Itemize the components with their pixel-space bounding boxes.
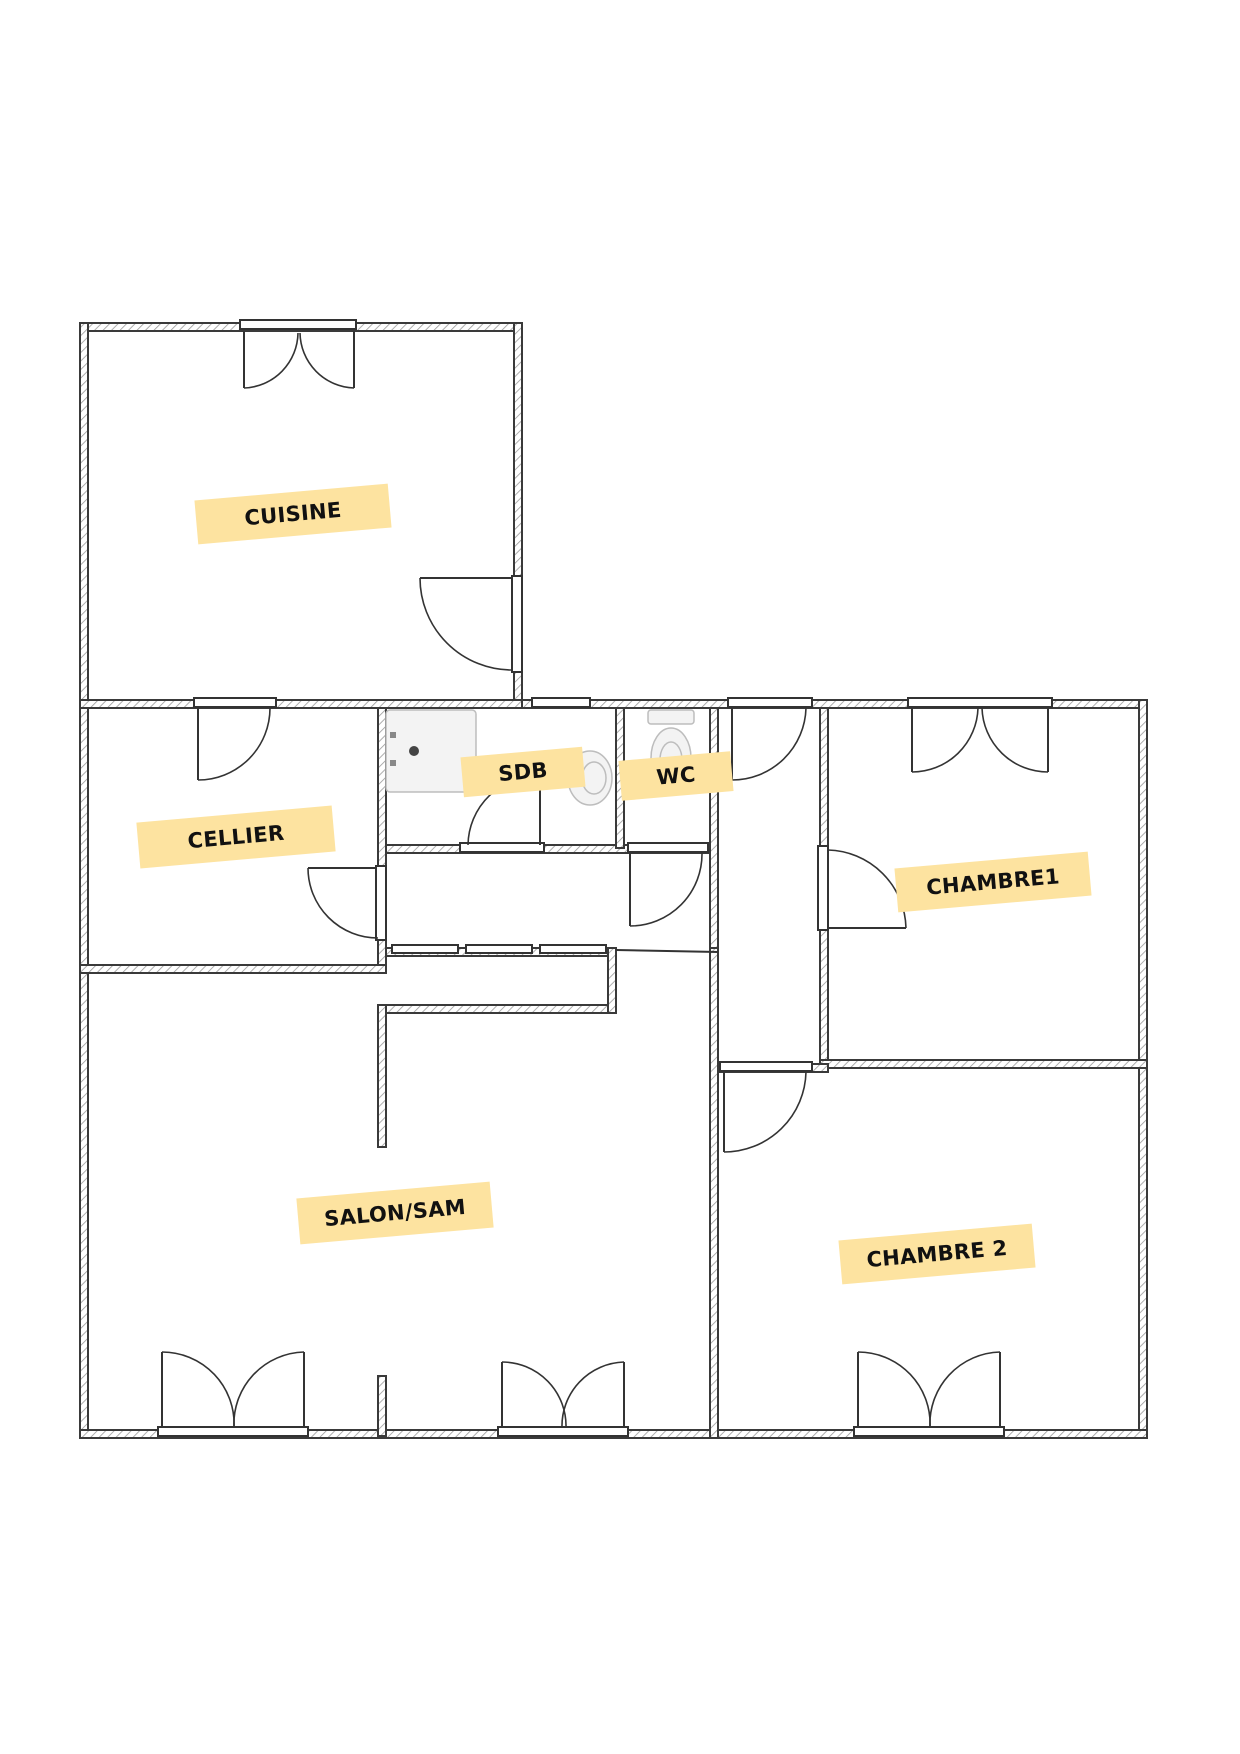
doors	[157, 319, 1053, 1437]
door-cellier-side	[307, 865, 387, 941]
wall-closet-bottom	[385, 1004, 617, 1014]
wall-salon-stub-lower	[377, 1375, 387, 1437]
door-salon-right	[497, 1361, 629, 1437]
window-sdb	[531, 697, 591, 708]
door-salon-left	[157, 1351, 309, 1437]
door-cuisine-top	[239, 319, 357, 389]
wall-left	[79, 322, 89, 1439]
door-wc	[627, 842, 709, 927]
wall-cellier-bottom	[79, 964, 387, 974]
wall-closet-line	[615, 949, 719, 953]
closet-panel-2	[465, 944, 533, 954]
door-chambre2-top	[719, 1061, 813, 1153]
door-corridor-top	[727, 697, 813, 781]
interior-walls	[79, 699, 1148, 1439]
closet-panel-1	[391, 944, 459, 954]
wall-salon-chambre2	[709, 947, 719, 1439]
shower-tray	[385, 709, 477, 793]
wall-chambre1-bottom	[819, 1059, 1148, 1069]
wall-closet-right	[607, 947, 617, 1014]
door-chambre2-bottom	[853, 1351, 1005, 1437]
door-cuisine-side	[419, 575, 523, 673]
door-chambre1-side	[817, 845, 907, 931]
wall-salon-stub-upper	[377, 1004, 387, 1148]
door-cellier-top	[193, 697, 277, 781]
closet-panel-3	[539, 944, 607, 954]
wall-cuisine-bottom	[79, 699, 523, 709]
door-chambre1-top	[907, 697, 1053, 773]
